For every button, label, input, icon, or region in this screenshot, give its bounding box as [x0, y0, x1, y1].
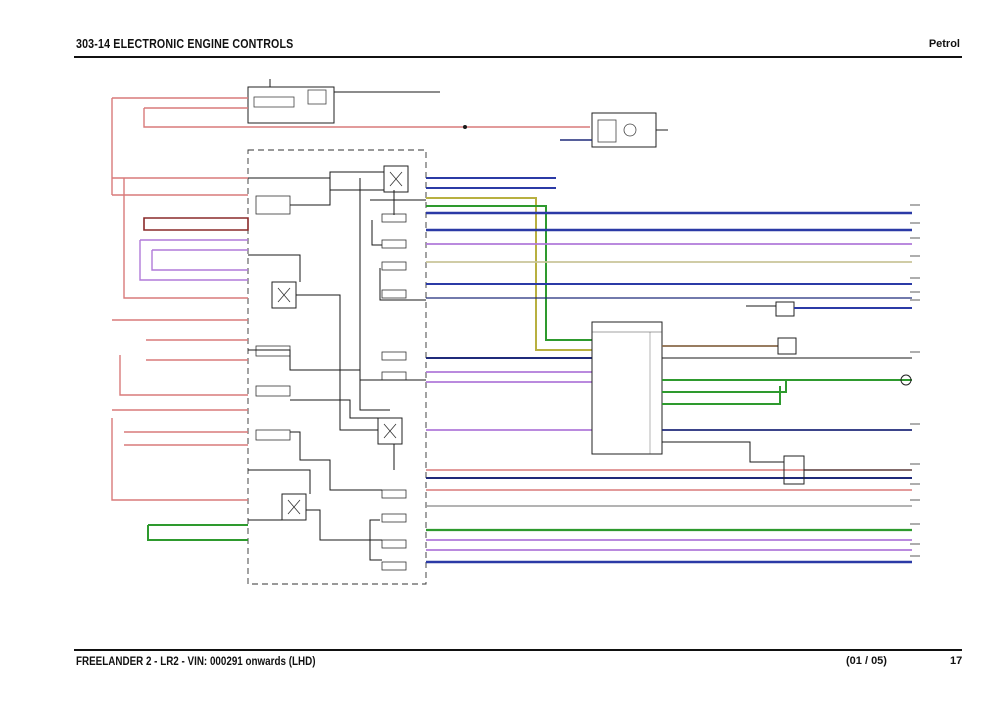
footer-edition: (01 / 05)	[846, 655, 887, 667]
page-title: 303-14 ELECTRONIC ENGINE CONTROLS	[76, 36, 294, 51]
section-label: Petrol	[928, 38, 960, 50]
connector-right	[900, 374, 912, 386]
fuse-group	[255, 195, 407, 571]
relay-4	[281, 493, 307, 521]
sensor-top-right	[746, 301, 912, 317]
header-rule	[74, 56, 962, 58]
wire-battery-feed	[111, 97, 248, 195]
left-red-feeds	[111, 177, 248, 501]
engine-control-module	[591, 321, 663, 455]
relay-1	[383, 165, 409, 193]
relay-3	[377, 417, 403, 445]
junction-box-outline	[247, 149, 427, 585]
footer-vehicle: FREELANDER 2 - LR2 - VIN: 000291 onwards…	[76, 654, 316, 668]
internal-routing	[248, 171, 426, 561]
relay-block-top	[591, 112, 668, 148]
wire-purple-loop	[139, 239, 248, 281]
wire-brown-loop	[143, 217, 249, 231]
battery-block	[247, 79, 335, 124]
right-edge-connectors	[910, 204, 920, 557]
page-number: 17	[950, 655, 963, 667]
sensor-mid-right	[777, 337, 797, 355]
wire-green-left	[147, 524, 248, 541]
footer-rule	[74, 649, 962, 651]
ecm-outputs	[662, 345, 912, 463]
wire-battery-feed-2	[143, 108, 590, 128]
harness-wires	[426, 177, 912, 564]
sensor-lower-right	[783, 455, 912, 485]
relay-2	[271, 281, 297, 309]
